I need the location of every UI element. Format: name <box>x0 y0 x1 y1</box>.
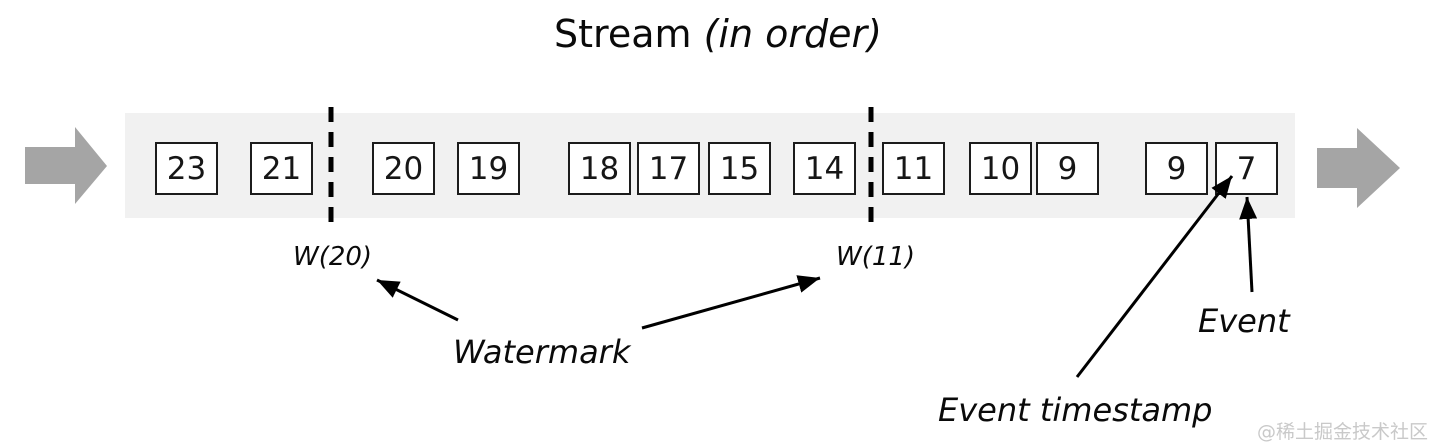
event-box: 20 <box>372 142 435 195</box>
diagram-title: Stream (in order) <box>0 12 1436 58</box>
title-qualifier: (in order) <box>703 12 882 56</box>
event-box: 14 <box>793 142 856 195</box>
stream-in-arrow <box>25 127 107 204</box>
event-box: 19 <box>457 142 520 195</box>
event-box: 11 <box>882 142 945 195</box>
watermark-tag-w20: W(20) <box>293 242 373 272</box>
event-label: Event <box>1198 302 1290 340</box>
event-box: 9 <box>1145 142 1208 195</box>
event-box: 23 <box>155 142 218 195</box>
event-box: 21 <box>250 142 313 195</box>
event-box: 15 <box>708 142 771 195</box>
watermark-label: Watermark <box>453 333 631 371</box>
site-credit: @稀土掘金技术社区 <box>1256 421 1428 443</box>
event-box: 7 <box>1215 142 1278 195</box>
watermark-arrow-left <box>376 278 459 322</box>
watermark-tag-w11: W(11) <box>836 242 916 272</box>
event-timestamp-label: Event timestamp <box>938 391 1213 429</box>
event-box: 17 <box>637 142 700 195</box>
watermark-arrow-right <box>641 275 821 330</box>
event-box: 10 <box>969 142 1032 195</box>
title-text: Stream <box>554 12 704 56</box>
event-box: 18 <box>568 142 631 195</box>
event-box: 9 <box>1036 142 1099 195</box>
stream-out-arrow <box>1317 128 1400 208</box>
